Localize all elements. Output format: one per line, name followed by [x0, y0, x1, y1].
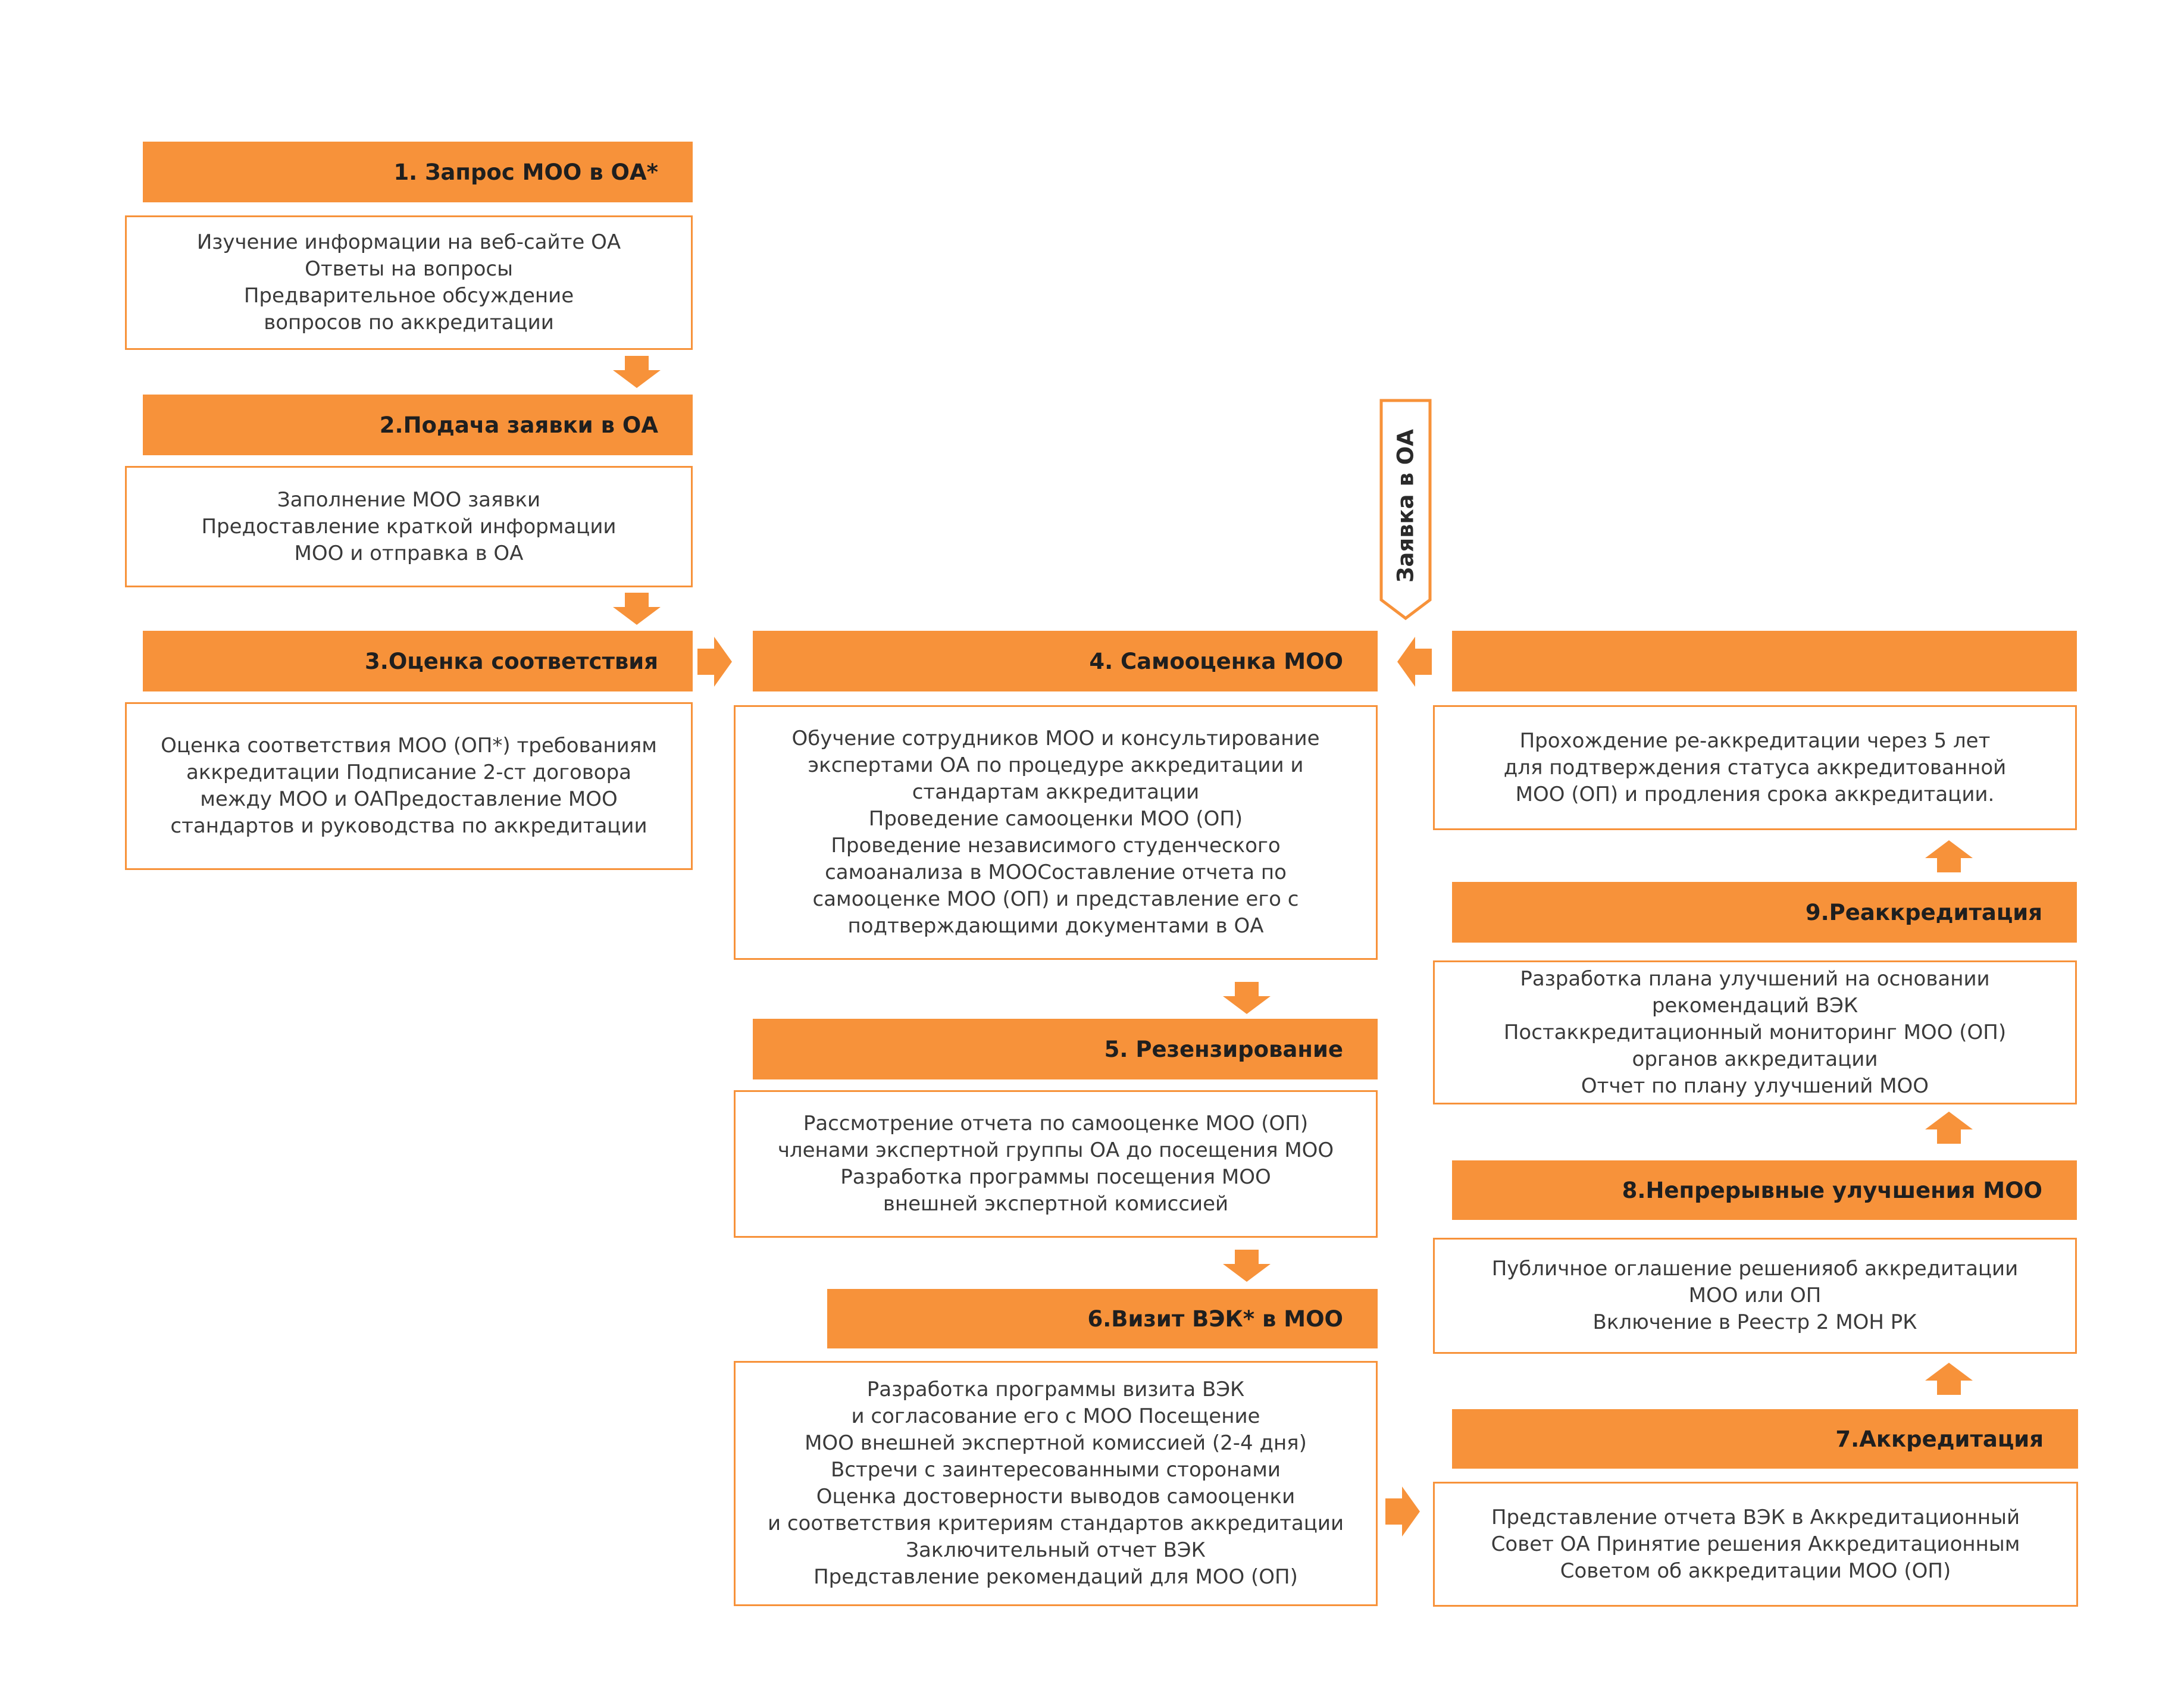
- stage-4-line: экспертами ОА по процедуре аккредитации …: [808, 753, 1304, 777]
- stage-3-line: аккредитации Подписание 2-ст договора: [186, 761, 632, 784]
- stage-1-line: Предварительное обсуждение: [243, 284, 574, 308]
- stage-10-box: Прохождение ре-аккредитации через 5 лет …: [1433, 705, 2077, 830]
- stage-4-line: подтверждающими документами в ОА: [847, 914, 1264, 938]
- stage-6-line: и соответствия критериям стандартов аккр…: [767, 1512, 1344, 1535]
- stage-3-line: между МОО и ОАПредоставление МОО: [200, 787, 618, 811]
- stage-6-line: Заключительный отчет ВЭК: [906, 1538, 1206, 1562]
- application-pointer-tab: Заявка в ОА: [1379, 399, 1432, 620]
- stage-1-box: Изучение информации на веб-сайте ОА Отве…: [125, 215, 693, 350]
- stage-3-line: стандартов и руководства по аккредитации: [170, 814, 647, 838]
- stage-9-line: рекомендаций ВЭК: [1651, 993, 1858, 1018]
- stage-3-title: 3.Оценка соответствия: [365, 648, 658, 674]
- stage-5-title: 5. Резензирование: [1104, 1036, 1343, 1062]
- stage-8-box: Публичное оглашение решенияоб аккредитац…: [1433, 1238, 2077, 1354]
- stage-6-line: Разработка программы визита ВЭК: [866, 1378, 1245, 1401]
- stage-6-line: Представление рекомендаций для МОО (ОП): [813, 1565, 1298, 1589]
- stage-7-line: Советом об аккредитации МОО (ОП): [1560, 1559, 1951, 1583]
- stage-4-line: самооценке МОО (ОП) и представление его …: [812, 887, 1299, 911]
- arrow-right-6-to-7: [1385, 1487, 1420, 1536]
- arrow-down-1: [613, 356, 661, 388]
- stage-4-box: Обучение сотрудников МОО и консультирова…: [734, 705, 1378, 960]
- stage-7-header: 7.Аккредитация: [1452, 1409, 2078, 1469]
- stage-6-line: МОО внешней экспертной комиссией (2-4 дн…: [805, 1431, 1307, 1455]
- stage-8-line: МОО или ОП: [1688, 1284, 1822, 1307]
- arrow-up-7-to-8: [1925, 1363, 1973, 1395]
- arrow-down-2: [613, 593, 661, 625]
- stage-4-line: самоанализа в МООСоставление отчета по: [825, 860, 1287, 884]
- stage-1-line: вопросов по аккредитации: [264, 311, 554, 334]
- stage-9-title: 9.Реаккредитация: [1805, 899, 2042, 925]
- stage-6-title: 6.Визит ВЭК* в МОО: [1087, 1306, 1343, 1332]
- stage-10-header: [1452, 631, 2077, 691]
- stage-8-line: Включение в Реестр 2 МОН РК: [1592, 1310, 1917, 1334]
- stage-8-header: 8.Непрерывные улучшения МОО: [1452, 1160, 2077, 1220]
- stage-1-title: 1. Запрос МОО в ОА*: [393, 159, 658, 185]
- stage-4-header: 4. Самооценка МОО: [753, 631, 1378, 691]
- pointer-tab-shape: [1379, 399, 1432, 620]
- stage-9-line: Разработка плана улучшений на основании: [1520, 966, 1990, 991]
- arrow-down-4: [1223, 982, 1271, 1014]
- application-pointer-label: Заявка в ОА: [1393, 429, 1419, 583]
- stage-5-line: Рассмотрение отчета по самооценке МОО (О…: [803, 1112, 1309, 1135]
- stage-7-line: Совет ОА Принятие решения Аккредитационн…: [1491, 1532, 2020, 1556]
- stage-8-title: 8.Непрерывные улучшения МОО: [1622, 1177, 2042, 1203]
- stage-5-box: Рассмотрение отчета по самооценке МОО (О…: [734, 1090, 1378, 1238]
- stage-5-line: Разработка программы посещения МОО: [840, 1165, 1271, 1189]
- stage-2-box: Заполнение МОО заявки Предоставление кра…: [125, 466, 693, 587]
- stage-1-header: 1. Запрос МОО в ОА*: [143, 142, 693, 202]
- stage-1-line: Ответы на вопросы: [305, 257, 513, 281]
- stage-10-line: для подтверждения статуса аккредитованно…: [1503, 755, 2007, 780]
- stage-3-box: Оценка соответствия МОО (ОП*) требования…: [125, 702, 693, 870]
- stage-5-header: 5. Резензирование: [753, 1019, 1378, 1079]
- arrow-up-9-to-10: [1925, 840, 1973, 872]
- stage-5-line: внешней экспертной комиссией: [883, 1192, 1229, 1216]
- stage-6-line: и согласование его с МОО Посещение: [851, 1404, 1260, 1428]
- stage-6-box: Разработка программы визита ВЭК и соглас…: [734, 1361, 1378, 1606]
- arrow-down-5: [1223, 1250, 1271, 1282]
- stage-4-line: Проведение самооценки МОО (ОП): [868, 807, 1243, 831]
- stage-9-line: Постаккредитационный мониторинг МОО (ОП): [1503, 1020, 2007, 1044]
- stage-9-box: Разработка плана улучшений на основании …: [1433, 960, 2077, 1104]
- stage-9-line: органов аккредитации: [1632, 1047, 1878, 1071]
- stage-9-line: Отчет по плану улучшений МОО: [1581, 1074, 1929, 1098]
- arrow-up-8-to-9: [1925, 1112, 1973, 1144]
- stage-2-line: МОО и отправка в ОА: [294, 541, 524, 565]
- stage-4-line: Обучение сотрудников МОО и консультирова…: [791, 727, 1320, 750]
- stage-1-line: Изучение информации на веб-сайте ОА: [196, 230, 621, 254]
- arrow-right-3-to-4: [697, 637, 732, 687]
- stage-3-header: 3.Оценка соответствия: [143, 631, 693, 691]
- stage-6-line: Оценка достоверности выводов самооценки: [816, 1485, 1296, 1509]
- stage-7-box: Представление отчета ВЭК в Аккредитацион…: [1433, 1482, 2078, 1607]
- stage-7-line: Представление отчета ВЭК в Аккредитацион…: [1491, 1505, 2020, 1529]
- stage-2-title: 2.Подача заявки в ОА: [379, 412, 658, 438]
- stage-10-line: Прохождение ре-аккредитации через 5 лет: [1519, 728, 1991, 753]
- arrow-left-10-to-4: [1397, 637, 1432, 687]
- stage-10-line: МОО (ОП) и продления срока аккредитации.: [1515, 782, 1995, 806]
- stage-8-line: Публичное оглашение решенияоб аккредитац…: [1491, 1257, 2019, 1281]
- stage-4-line: стандартам аккредитации: [912, 780, 1200, 804]
- stage-2-line: Заполнение МОО заявки: [277, 487, 541, 512]
- stage-5-line: членами экспертной группы ОА до посещени…: [777, 1138, 1334, 1162]
- stage-2-header: 2.Подача заявки в ОА: [143, 395, 693, 455]
- stage-2-line: Предоставление краткой информации: [201, 514, 617, 539]
- stage-4-line: Проведение независимого студенческого: [831, 834, 1281, 858]
- stage-6-line: Встречи с заинтересованными сторонами: [830, 1458, 1281, 1482]
- stage-3-line: Оценка соответствия МОО (ОП*) требования…: [161, 734, 657, 758]
- stage-6-header: 6.Визит ВЭК* в МОО: [827, 1289, 1378, 1348]
- stage-9-header: 9.Реаккредитация: [1452, 882, 2077, 943]
- stage-4-title: 4. Самооценка МОО: [1089, 648, 1343, 674]
- stage-7-title: 7.Аккредитация: [1835, 1426, 2044, 1452]
